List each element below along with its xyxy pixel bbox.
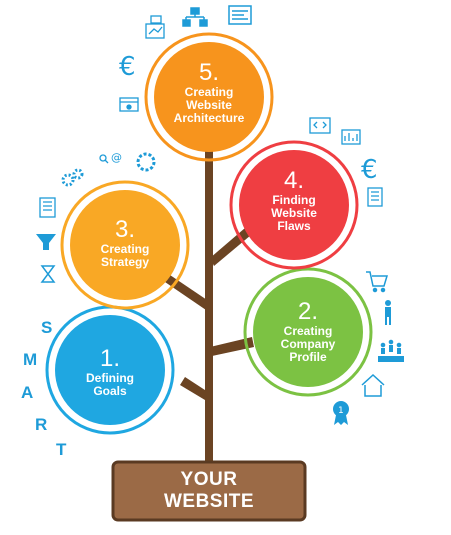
- award-icon: 1: [333, 401, 349, 425]
- step-1-label: Defining Goals: [86, 371, 134, 398]
- step-5-label: Creating Website Architecture: [173, 85, 245, 125]
- step-2-number: 2.: [297, 298, 318, 325]
- search-icon: [99, 154, 109, 164]
- smart-letter-s: S: [41, 318, 53, 337]
- gears-icon: [61, 168, 84, 187]
- layout-icon: [228, 5, 252, 25]
- step-2-label: Creating Company Profile: [280, 324, 336, 364]
- step-4-text: 4. Finding Website Flaws: [244, 168, 344, 233]
- document-icon: [367, 187, 383, 207]
- sitemap-icon: [182, 7, 208, 27]
- step-5-number: 5.: [198, 59, 219, 86]
- step-5-text: 5. Creating Website Architecture: [159, 60, 259, 125]
- step-1-text: 1. Defining Goals: [60, 346, 160, 398]
- euro-icon: €: [361, 155, 378, 185]
- flowchart-icon: [145, 15, 165, 39]
- at-icon: @: [111, 151, 122, 164]
- svg-text:@: @: [111, 151, 122, 164]
- website-base: [111, 460, 307, 522]
- hourglass-icon: [40, 265, 56, 283]
- smart-letter-m: M: [23, 350, 38, 369]
- step-5-circle: [144, 32, 274, 162]
- chart-icon: [341, 129, 361, 145]
- step-2-text: 2. Creating Company Profile: [258, 299, 358, 364]
- step-2-circle: [243, 267, 373, 397]
- code-window-icon: [309, 117, 331, 134]
- step-4-number: 4.: [283, 167, 304, 194]
- home-chart-icon: [361, 373, 385, 397]
- step-4-label: Finding Website Flaws: [271, 193, 317, 233]
- browser-icon: [119, 97, 139, 112]
- step-1-number: 1.: [99, 345, 120, 372]
- cart-icon: [366, 271, 389, 293]
- document-icon: [39, 197, 56, 218]
- person-icon: [385, 300, 391, 325]
- svg-text:1: 1: [338, 406, 344, 416]
- base-line-1: YOUR: [180, 469, 238, 490]
- euro-icon: €: [119, 52, 136, 82]
- smart-letter-t: T: [56, 440, 67, 459]
- base-label: YOUR WEBSITE: [113, 469, 305, 513]
- smart-letter-a: A: [21, 383, 34, 402]
- smart-letter-r: R: [35, 415, 48, 434]
- people-icon: [378, 339, 404, 362]
- svg-text:€: €: [119, 52, 136, 82]
- step-3-circle: [60, 180, 190, 310]
- refresh-icon: [136, 152, 156, 172]
- base-line-2: WEBSITE: [163, 491, 255, 512]
- step-3-number: 3.: [114, 216, 135, 243]
- step-3-text: 3. Creating Strategy: [75, 217, 175, 269]
- funnel-icon: [36, 234, 56, 250]
- step-3-label: Creating Strategy: [100, 242, 150, 269]
- svg-text:€: €: [361, 155, 378, 185]
- step-4-circle: [229, 140, 359, 270]
